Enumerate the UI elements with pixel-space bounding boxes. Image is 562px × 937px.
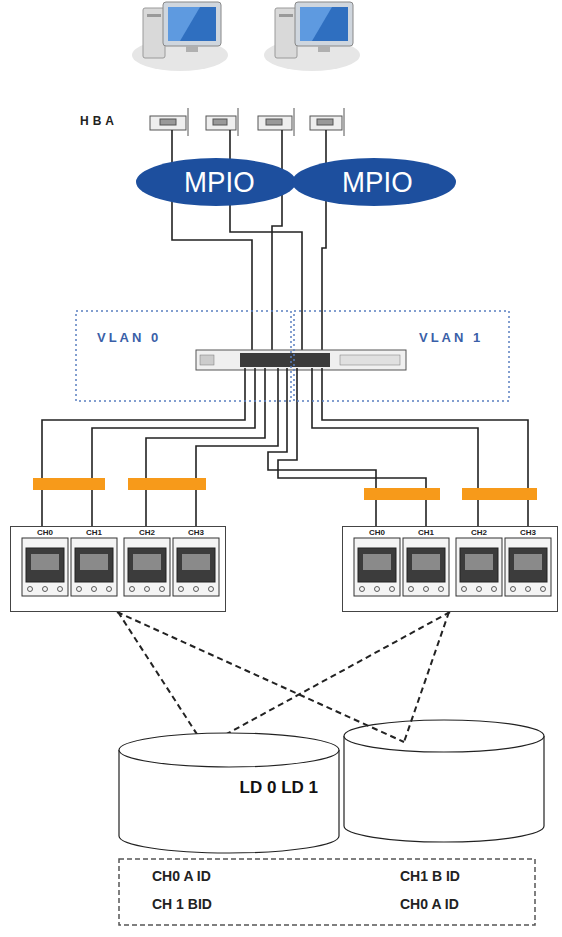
vlan-region-outline <box>75 310 292 402</box>
channel-id-text: CH1 B ID <box>400 868 460 884</box>
channel-label: CH1 <box>418 528 434 537</box>
channel-label: CH2 <box>139 528 155 537</box>
mpio-ellipse: MPIO <box>292 158 456 206</box>
logical-drive-cylinder <box>344 720 544 842</box>
logical-drive-cylinder: LD 0 LD 1 <box>118 732 340 854</box>
vlan-region: VLAN 0 <box>75 310 292 402</box>
network-switch <box>196 350 406 370</box>
controller-drive-link <box>118 612 205 746</box>
vlan-region: VLAN 1 <box>293 310 510 402</box>
channel-label: CH2 <box>471 528 487 537</box>
mpio-label: MPIO <box>342 167 413 197</box>
channel-label: CH3 <box>520 528 536 537</box>
controller-enclosure: CH0 CH1 CH2 CH3 <box>342 526 558 612</box>
controller-enclosure-outline <box>342 526 558 612</box>
hba-label: HBA <box>80 114 118 128</box>
channel-label: CH0 <box>37 528 53 537</box>
vlan-region-outline <box>293 310 510 402</box>
channel-label: CH1 <box>86 528 102 537</box>
channel-id-text: CH0 A ID <box>400 896 459 912</box>
channel-label: CH3 <box>188 528 204 537</box>
network-cable <box>42 368 528 538</box>
channel-id-text: CH0 A ID <box>152 868 211 884</box>
drive-label: LD 0 LD 1 <box>240 778 318 798</box>
controller-enclosure-outline <box>10 526 226 612</box>
channel-id-box: CH0 A ID CH 1 BID CH1 B ID CH0 A ID <box>118 858 536 926</box>
vlan-label: VLAN 1 <box>419 330 483 345</box>
controller-enclosure: CH0 CH1 CH2 CH3 <box>10 526 226 612</box>
controller-drive-link <box>205 612 450 746</box>
channel-label: CH0 <box>369 528 385 537</box>
channel-id-text: CH 1 BID <box>152 896 212 912</box>
mpio-label: MPIO <box>184 167 255 197</box>
channel-pair-bar <box>33 478 537 500</box>
vlan-label: VLAN 0 <box>97 330 161 345</box>
computer-icon <box>132 2 228 71</box>
controller-drive-link <box>117 612 449 742</box>
computer-icon <box>264 2 360 71</box>
hba-card <box>150 108 344 136</box>
mpio-ellipse: MPIO <box>136 158 296 206</box>
